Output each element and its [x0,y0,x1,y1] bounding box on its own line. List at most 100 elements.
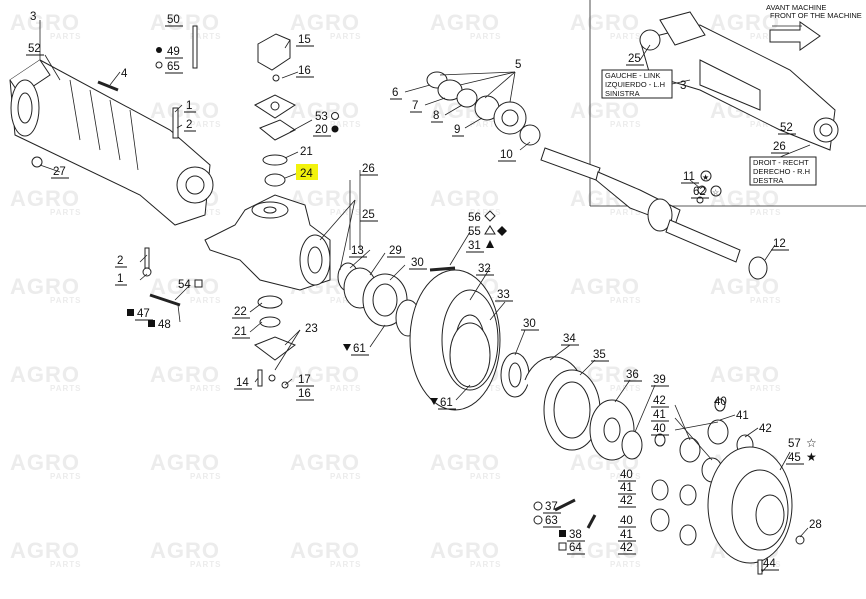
label-33: 33 [497,289,510,301]
label-36: 36 [626,369,639,381]
planet-carrier [707,446,793,564]
label-40c: 40 [620,515,633,527]
label-10: 10 [500,149,513,161]
label-35: 35 [593,349,606,361]
label-52b: 52 [780,122,793,134]
label-3b: 3 [680,80,686,92]
label-26: 26 [362,163,375,175]
label-6: 6 [392,87,398,99]
label-42: 42 [653,395,666,407]
label-50: 50 [167,14,180,26]
label-9: 9 [454,124,460,136]
inset-title-1: AVANT MACHINE [766,3,826,12]
label-52: 52 [28,43,41,55]
svg-text:☆: ☆ [712,188,719,197]
label-57: 57 [788,438,801,450]
label-40: 40 [653,423,666,435]
label-65: 65 [167,61,180,73]
inset-overview: AVANT MACHINE FRONT OF THE MACHINE GAUCH… [589,0,866,207]
inset-title-2: FRONT OF THE MACHINE [770,11,862,20]
label-42d: 42 [620,542,633,554]
label-23: 23 [305,323,318,335]
svg-text:☆: ☆ [806,436,817,450]
label-40e: 40 [714,396,727,408]
leader-lines [39,20,809,573]
label-2: 2 [186,119,192,131]
label-41: 41 [653,409,666,421]
label-42c: 42 [620,495,633,507]
label-30b: 30 [523,318,536,330]
axle-housing [9,59,214,226]
label-56: 56 [468,212,481,224]
inset-right-box [749,156,817,186]
label-61: 61 [353,343,366,355]
label-20: 20 [315,124,328,136]
label-41c: 41 [620,482,633,494]
part-labels: 3 52 50 49 65 4 15 16 1 2 53 20 21 24 26… [26,11,822,571]
inset-left-box [601,69,673,99]
label-4: 4 [121,68,128,80]
highlight-part-24 [296,164,318,180]
label-28: 28 [809,519,822,531]
label-26b: 26 [773,141,786,153]
label-14: 14 [236,377,249,389]
label-25b: 25 [628,53,641,65]
label-13: 13 [351,245,364,257]
label-2b: 2 [117,255,123,267]
svg-text:★: ★ [702,173,709,182]
inset-right-line-1: DROIT - RECHT [753,158,809,167]
label-39: 39 [653,374,666,386]
label-16: 16 [298,65,311,77]
cover-icon [257,33,291,71]
label-11: 11 [683,171,695,183]
inset-left-line-1: GAUCHE - LINK [605,71,660,80]
planet-gears [650,398,754,546]
label-47: 47 [137,308,150,320]
label-24: 24 [300,168,313,180]
label-3: 3 [30,11,36,23]
label-22: 22 [234,306,247,318]
label-31: 31 [468,240,481,252]
svg-text:★: ★ [806,450,817,464]
label-45: 45 [788,452,801,464]
inset-left-line-2: IZQUIERDO - L.H [605,80,665,89]
label-8: 8 [433,110,439,122]
label-64: 64 [569,542,582,554]
label-38: 38 [569,529,582,541]
label-27: 27 [53,166,66,178]
label-55: 55 [468,226,481,238]
label-12: 12 [773,238,786,250]
label-41b: 41 [736,410,749,422]
label-1: 1 [186,100,192,112]
drain-plug-icon [31,156,43,168]
label-21: 21 [300,146,313,158]
label-62: 62 [693,186,706,198]
label-41d: 41 [620,529,633,541]
label-7: 7 [412,100,418,112]
